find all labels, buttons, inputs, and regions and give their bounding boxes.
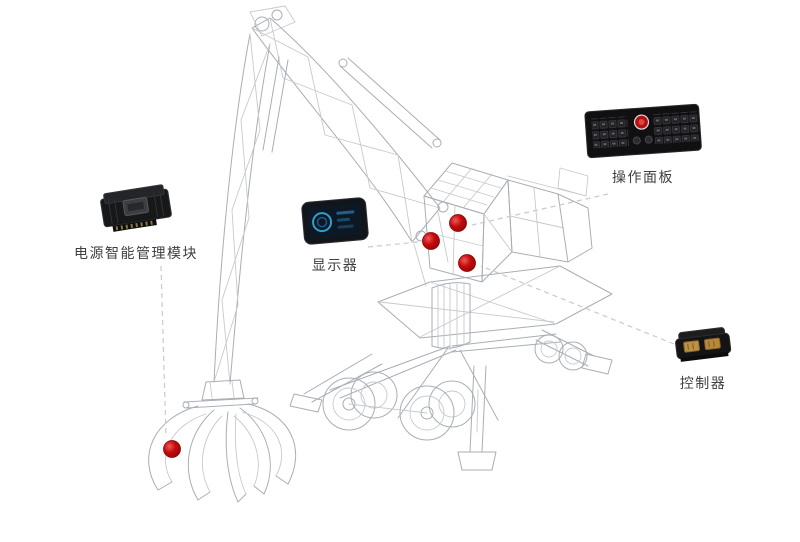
display-label: 显示器 [311,258,359,274]
leader-controller [480,265,675,345]
deck [377,265,613,339]
control-panel-label: 操作面板 [612,170,674,186]
display-figure: 显示器 [293,194,377,275]
engine-housing [507,167,593,263]
power-module-label: 电源智能管理模块 [74,246,198,262]
display-tablet-image [301,197,369,245]
controller-label: 控制器 [679,376,727,392]
grab-claw [148,379,297,503]
stick-arm [213,33,271,385]
hotspot-controller-mount [458,254,476,272]
control-panel-keypad-image [584,103,702,159]
hotspot-grab [163,440,181,458]
leader-power-module [160,265,167,437]
control-panel-figure: 操作面板 [580,98,706,187]
crane-wireframe [148,5,613,503]
hotspots [163,214,476,458]
boom [249,5,449,243]
leader-lines [160,193,675,437]
hydraulic-cylinders [262,56,442,153]
pedestal [431,282,471,351]
controller-figure: 控制器 [666,324,740,393]
controller-module-image [675,327,732,362]
power-management-module-image [100,184,172,232]
hotspot-panel-mount [449,214,467,232]
wheels [322,334,588,441]
leader-control-panel [471,193,609,226]
power-module-figure: 电源智能管理模块 [58,180,214,263]
hotspot-display-mount [422,232,440,250]
